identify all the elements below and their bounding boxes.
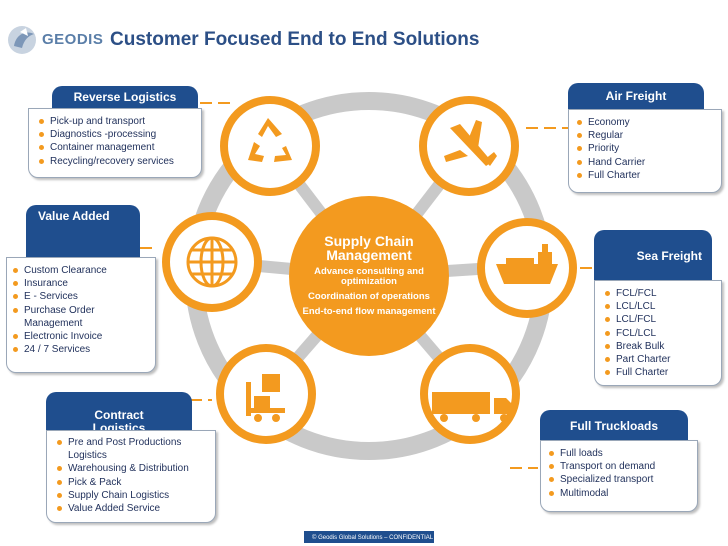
dashed-connectors (140, 102, 600, 469)
list-item: Full Charter (575, 169, 721, 182)
list-item: Priority (575, 142, 721, 155)
list-item: Diagnostics -processing (37, 128, 201, 141)
geodis-logo (6, 20, 106, 60)
center-circle (289, 196, 449, 356)
reverse-logistics-panel: Pick-up and transport Diagnostics -proce… (28, 108, 202, 178)
air-freight-title: Air Freight (568, 83, 704, 109)
list-item: Warehousing & Distribution (55, 462, 215, 475)
list-item: FCL/LCL (603, 327, 721, 340)
truck-node (420, 344, 520, 444)
recycle-icon (248, 118, 292, 162)
list-item: Pick & Pack (55, 476, 215, 489)
ship-node (477, 218, 577, 318)
forklift-node (216, 344, 316, 444)
list-item: Specialized transport (547, 473, 697, 486)
page-title: Customer Focused End to End Solutions (110, 29, 480, 50)
list-item: Economy (575, 116, 721, 129)
list-item: Container management (37, 141, 201, 154)
list-item: Pre and Post Productions Logistics (55, 436, 188, 462)
contract-logistics-title: Contract Logistics (46, 392, 192, 435)
forklift-icon (246, 374, 285, 422)
list-item: FCL/FCL (603, 287, 721, 300)
airplane-icon (444, 120, 497, 166)
contract-logistics-panel: Pre and Post Productions Logistics Wareh… (46, 430, 216, 523)
center-line-flow: End-to-end flow management (302, 306, 436, 317)
airplane-node (419, 96, 519, 196)
globe-node (162, 212, 262, 312)
value-added-title: Value Added (26, 205, 140, 227)
reverse-logistics-title: Reverse Logistics (52, 86, 198, 108)
list-item: Insurance (11, 277, 155, 290)
center-line-consulting: Advance consulting and optimization (314, 266, 424, 287)
center-title: Supply Chain Management (324, 233, 414, 263)
footer-tag (304, 531, 434, 543)
full-truckloads-title: Full Truckloads (540, 410, 688, 440)
value-added-panel: Custom Clearance Insurance E - Services … (6, 257, 156, 373)
full-truckloads-panel: Full loads Transport on demand Specializ… (540, 440, 698, 512)
list-item: Part Charter (603, 353, 721, 366)
value-added-header-fill (26, 227, 140, 257)
list-item: Value Added Service (55, 502, 215, 515)
center-line-coordination: Coordination of operations (308, 291, 430, 302)
list-item: Hand Carrier (575, 156, 721, 169)
list-item: 24 / 7 Services (11, 343, 155, 356)
list-item: Pick-up and transport (37, 115, 201, 128)
list-item: Transport on demand (547, 460, 697, 473)
list-item: Multimodal (547, 487, 697, 500)
list-item: Purchase Order Management (11, 304, 134, 330)
sea-freight-title: Sea Freight (594, 230, 712, 280)
recycle-node (220, 96, 320, 196)
ship-icon (496, 244, 558, 284)
list-item: LCL/FCL (603, 313, 721, 326)
list-item: Regular (575, 129, 721, 142)
air-freight-panel: Economy Regular Priority Hand Carrier Fu… (568, 109, 722, 193)
geodis-logo-mark (8, 26, 36, 54)
list-item: Break Bulk (603, 340, 721, 353)
list-item: Supply Chain Logistics (55, 489, 215, 502)
supply-chain-center: Supply Chain Management Advance consulti… (300, 234, 438, 317)
footer-text: © Geodis Global Solutions – CONFIDENTIAL (312, 535, 434, 541)
list-item: E - Services (11, 290, 155, 303)
list-item: Full Charter (603, 366, 721, 379)
globe-icon (186, 236, 238, 288)
logo-text: GEODIS (42, 31, 104, 48)
truck-icon (432, 392, 514, 422)
list-item: LCL/LCL (603, 300, 721, 313)
list-item: Recycling/recovery services (37, 155, 201, 168)
list-item: Electronic Invoice (11, 330, 155, 343)
list-item: Custom Clearance (11, 264, 155, 277)
list-item: Full loads (547, 447, 697, 460)
sea-freight-panel: FCL/FCL LCL/LCL LCL/FCL FCL/LCL Break Bu… (594, 280, 722, 386)
